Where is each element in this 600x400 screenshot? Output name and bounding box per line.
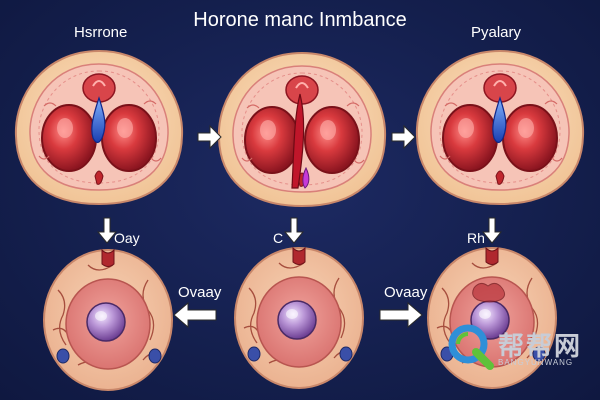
- label-ovary-3: Ovaay: [384, 284, 428, 301]
- arrow-right-2: [391, 124, 416, 150]
- watermark-logo-icon: [448, 324, 494, 370]
- label-c: C: [273, 230, 284, 246]
- pituitary-organ-2: [217, 52, 387, 207]
- arrow-right-3: [379, 301, 423, 329]
- label-hormone: Hsrrone: [74, 24, 128, 41]
- pituitary-organ-3: [415, 50, 585, 205]
- diagram-title: Horone manc Inmbance: [193, 9, 407, 31]
- label-ovary-1: Oay: [114, 230, 140, 246]
- watermark: 帮帮网 BANGYUNWANG: [446, 322, 586, 374]
- pituitary-organ-1: [14, 50, 184, 205]
- watermark-text-cn: 帮帮网: [498, 332, 583, 362]
- arrow-down-3: [481, 217, 503, 244]
- arrow-down-2: [283, 217, 305, 244]
- ovary-1: [43, 249, 173, 391]
- watermark-text-en: BANGYUNWANG: [498, 358, 574, 367]
- ovary-2: [234, 247, 364, 389]
- arrow-down-1: [96, 217, 118, 244]
- ovary-3: [427, 247, 557, 389]
- arrow-left-1: [173, 301, 217, 329]
- label-rh: Rh: [467, 230, 485, 246]
- label-pituitary: Pyalary: [471, 24, 522, 41]
- arrow-right-1: [197, 124, 222, 150]
- label-ovary-2: Ovaay: [178, 284, 222, 301]
